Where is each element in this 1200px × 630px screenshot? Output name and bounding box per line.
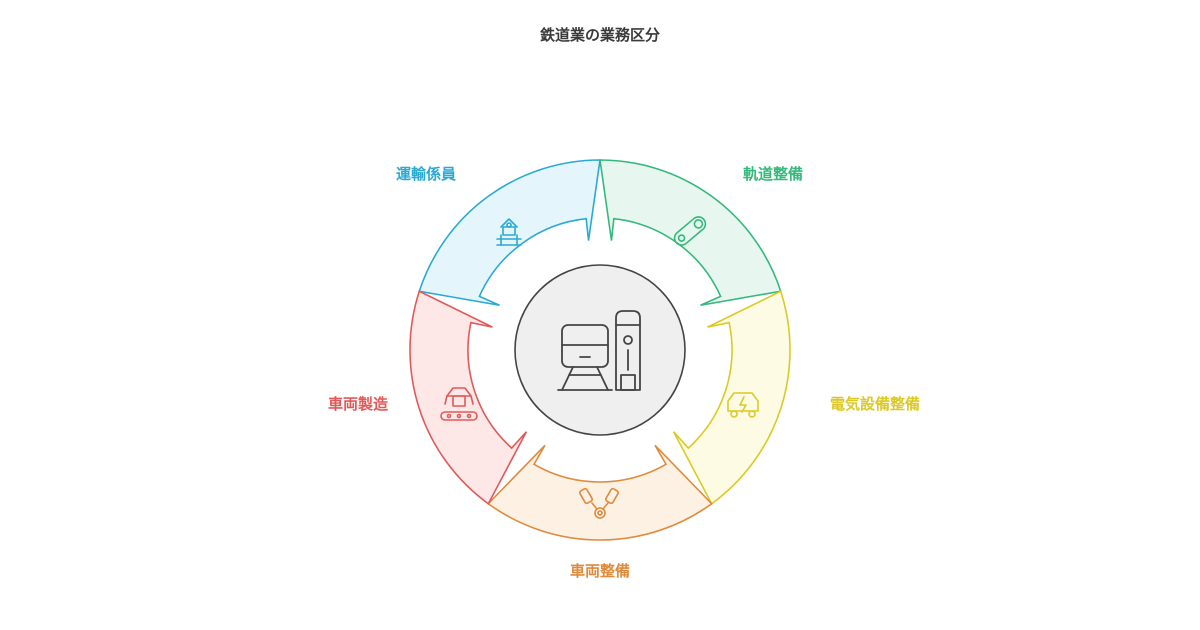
station-icon	[496, 218, 522, 246]
segment-2[interactable]: 電気設備整備	[672, 290, 920, 505]
center-hub	[514, 264, 686, 436]
train-station-icon	[557, 310, 641, 391]
segment-2-wedge	[672, 290, 791, 505]
segments-group: 運輸係員 軌道整備 電気設備整備	[328, 159, 920, 580]
segment-4-label: 車両製造	[328, 395, 388, 413]
rail-chain-icon	[673, 216, 707, 246]
center-circle	[514, 264, 686, 436]
segment-3-label: 車両整備	[570, 562, 630, 580]
robot-assembly-icon	[440, 387, 478, 421]
segment-3[interactable]: 車両整備	[487, 444, 713, 580]
segment-4[interactable]: 車両製造	[328, 290, 528, 505]
gear-tools-icon	[578, 487, 620, 519]
electric-vehicle-icon	[727, 392, 759, 418]
segment-0-label: 運輸係員	[396, 165, 456, 183]
segment-4-wedge	[409, 290, 528, 505]
segment-2-label: 電気設備整備	[830, 395, 920, 413]
diagram-title: 鉄道業の業務区分	[539, 26, 660, 44]
segment-1-label: 軌道整備	[743, 165, 803, 183]
segment-3-wedge	[487, 444, 713, 541]
